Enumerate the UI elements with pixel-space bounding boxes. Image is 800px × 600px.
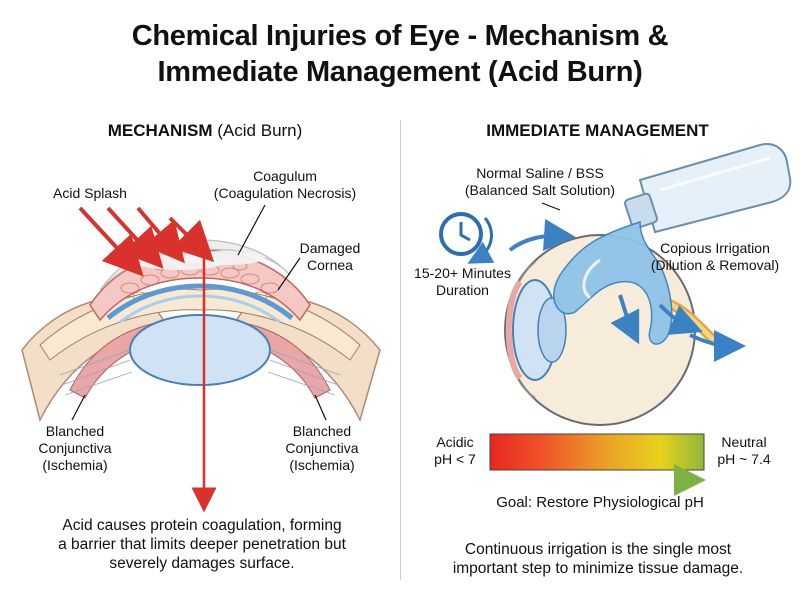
blanched-conjunctiva-right: Blanched Conjunctiva (Ischemia): [262, 423, 382, 474]
saline-label: Normal Saline / BSS (Balanced Salt Solut…: [440, 165, 640, 199]
management-caption-line-2: important step to minimize tissue damage…: [452, 560, 744, 577]
irrigation-label: Copious Irrigation (Dilution & Removal): [640, 240, 790, 274]
neutral-line-2: pH ~ 7.4: [717, 451, 771, 467]
clock-icon: [439, 212, 495, 264]
duration-label: 15-20+ Minutes Duration: [405, 265, 520, 299]
panel-divider: [400, 120, 401, 580]
neutral-label: Neutral pH ~ 7.4: [704, 434, 784, 468]
blanched-left-line-3: (Ischemia): [42, 457, 108, 473]
saline-line-2: (Balanced Salt Solution): [464, 182, 616, 198]
saline-bottle-icon: [624, 143, 792, 234]
irrigation-arrows: [508, 218, 746, 362]
acid-splash-arrows: [78, 206, 215, 277]
acidic-label: Acidic pH < 7: [420, 434, 490, 468]
damaged-line-1: Damaged: [299, 240, 361, 256]
duration-line-2: Duration: [436, 282, 489, 298]
management-caption-line-1: Continuous irrigation is the single most: [464, 541, 732, 558]
mechanism-caption-line-1: Acid causes protein coagulation, forming: [62, 517, 342, 534]
mechanism-caption-line-3: severely damages surface.: [109, 555, 295, 572]
mechanism-caption: Acid causes protein coagulation, forming…: [12, 516, 392, 573]
damaged-cornea-label: Damaged Cornea: [290, 240, 370, 274]
blanched-right-line-3: (Ischemia): [289, 457, 355, 473]
mechanism-header-rest: (Acid Burn): [212, 121, 303, 140]
leader-lines: [71, 202, 561, 421]
blanched-left-line-2: Conjunctiva: [38, 440, 112, 456]
neutral-line-1: Neutral: [721, 434, 767, 450]
acid-splash-label: Acid Splash: [53, 185, 127, 201]
ph-gradient-bar: [489, 433, 705, 471]
blanched-left-line-1: Blanched: [45, 423, 105, 439]
coagulum-label: Coagulum (Coagulation Necrosis): [200, 168, 370, 202]
title-line-2: Immediate Management (Acid Burn): [157, 56, 643, 88]
irrigation-line-2: (Dilution & Removal): [650, 257, 780, 273]
goal-label: Goal: Restore Physiological pH: [496, 494, 704, 511]
coagulum-line-2: (Coagulation Necrosis): [213, 185, 357, 201]
management-caption: Continuous irrigation is the single most…: [408, 540, 788, 578]
mechanism-caption-line-2: a barrier that limits deeper penetration…: [58, 536, 346, 553]
page-title: Chemical Injuries of Eye - Mechanism & I…: [0, 18, 800, 90]
mechanism-header-bold: MECHANISM: [107, 121, 213, 140]
damaged-line-2: Cornea: [307, 257, 353, 273]
blanched-conjunctiva-left: Blanched Conjunctiva (Ischemia): [20, 423, 130, 474]
acidic-line-1: Acidic: [436, 434, 474, 450]
irrigation-line-1: Copious Irrigation: [660, 240, 770, 256]
eye-cross-section: [21, 239, 381, 423]
duration-line-1: 15-20+ Minutes: [414, 265, 511, 281]
water-stream: [553, 220, 673, 345]
saline-line-1: Normal Saline / BSS: [476, 165, 604, 181]
acidic-line-2: pH < 7: [434, 451, 476, 467]
coagulum-line-1: Coagulum: [253, 168, 317, 184]
management-header: IMMEDIATE MANAGEMENT: [486, 121, 709, 140]
blanched-right-line-1: Blanched: [292, 423, 352, 439]
blanched-right-line-2: Conjunctiva: [285, 440, 359, 456]
mechanism-header: MECHANISM (Acid Burn): [20, 121, 390, 141]
title-line-1: Chemical Injuries of Eye - Mechanism &: [131, 20, 669, 52]
